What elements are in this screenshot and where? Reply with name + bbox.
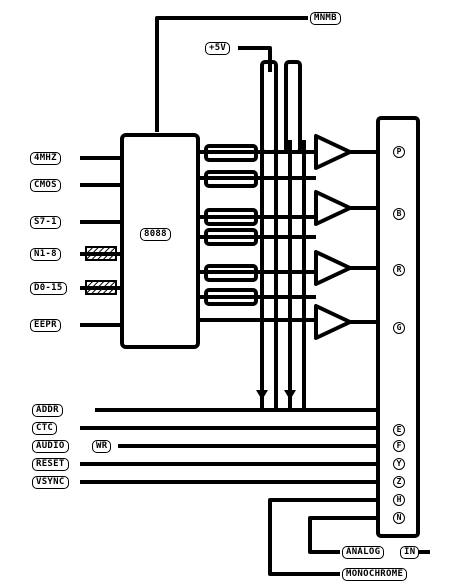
top-wire (155, 16, 308, 132)
bottom-wire-2 (308, 516, 378, 554)
label-left-5: D0-15 (30, 282, 67, 295)
label-bottom-1-tag: IN (400, 546, 420, 559)
amplifier-1 (314, 134, 352, 170)
label-top-right: MNMB (310, 12, 341, 25)
label-bus-1: ADDR (32, 404, 63, 417)
connector-pin: B (393, 208, 405, 220)
connector-pin: N (393, 512, 405, 524)
label-left-6: EEPR (30, 319, 61, 332)
connector-pin: G (393, 322, 405, 334)
label-left-4: N1-8 (30, 248, 61, 261)
supply-rail-right (284, 60, 302, 154)
connector-strip (376, 116, 420, 538)
arrowhead-1 (256, 390, 268, 400)
connector-pin: R (393, 264, 405, 276)
amplifier-4 (314, 304, 352, 340)
label-bus-5: VSYNC (32, 476, 69, 489)
amplifier-3 (314, 250, 352, 286)
connector-pin: H (393, 494, 405, 506)
arrowhead-2 (284, 390, 296, 400)
label-bus-4: RESET (32, 458, 69, 471)
amplifier-2 (314, 190, 352, 226)
chip-label: 8088 (140, 228, 171, 241)
label-bus-3-tag: WR (92, 440, 112, 453)
connector-pin: P (393, 146, 405, 158)
connector-pin: Z (393, 476, 405, 488)
label-left-3: S7-1 (30, 216, 61, 229)
label-bottom-1: ANALOG (342, 546, 385, 559)
label-bus-3: AUDIO (32, 440, 69, 453)
bottom-wire-1 (268, 498, 378, 576)
chip-body (120, 133, 200, 349)
label-bottom-2: MONOCHROME (342, 568, 408, 581)
label-left-2: CMOS (30, 179, 61, 192)
hatched-input-2 (85, 280, 117, 295)
label-bus-2: CTC (32, 422, 58, 435)
label-top-supply: +5V (205, 42, 231, 55)
label-left-1: 4MHZ (30, 152, 61, 165)
supply-rail-left (260, 60, 278, 154)
hatched-input-1 (85, 246, 117, 261)
connector-pin: E (393, 424, 405, 436)
connector-pin: Y (393, 458, 405, 470)
connector-pin: F (393, 440, 405, 452)
